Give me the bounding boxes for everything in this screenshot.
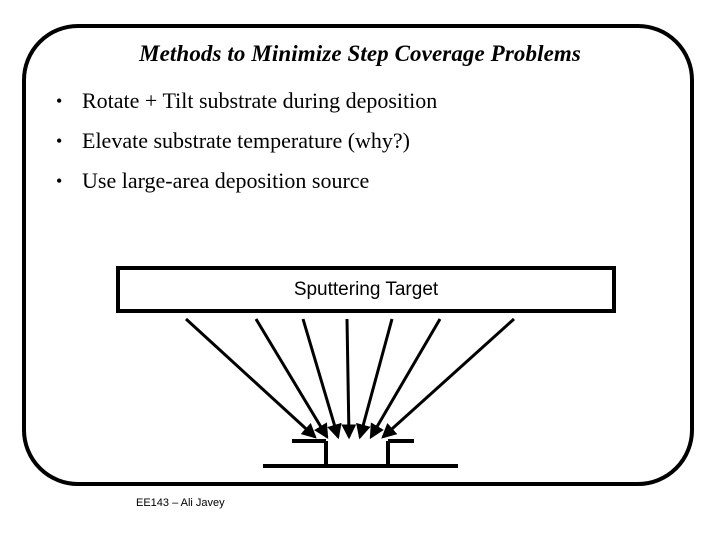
sputtering-target-label: Sputtering Target bbox=[293, 278, 439, 300]
sputtering-target-box: Sputtering Target bbox=[116, 266, 616, 313]
list-item-label: Elevate substrate temperature (why?) bbox=[82, 128, 411, 153]
slide-rounded-frame bbox=[22, 24, 694, 486]
bullet-list: • Rotate + Tilt substrate during deposit… bbox=[56, 86, 656, 206]
list-item: • Use large-area deposition source bbox=[56, 166, 656, 206]
bullet-marker-icon: • bbox=[56, 171, 63, 191]
slide-footer: EE143 – Ali Javey bbox=[136, 497, 225, 509]
bullet-marker-icon: • bbox=[56, 131, 63, 151]
list-item-label: Rotate + Tilt substrate during depositio… bbox=[82, 88, 438, 113]
list-item: • Rotate + Tilt substrate during deposit… bbox=[56, 86, 656, 126]
bullet-marker-icon: • bbox=[56, 91, 63, 111]
list-item-label: Use large-area deposition source bbox=[82, 168, 370, 193]
list-item: • Elevate substrate temperature (why?) bbox=[56, 126, 656, 166]
page-title: Methods to Minimize Step Coverage Proble… bbox=[139, 41, 581, 66]
